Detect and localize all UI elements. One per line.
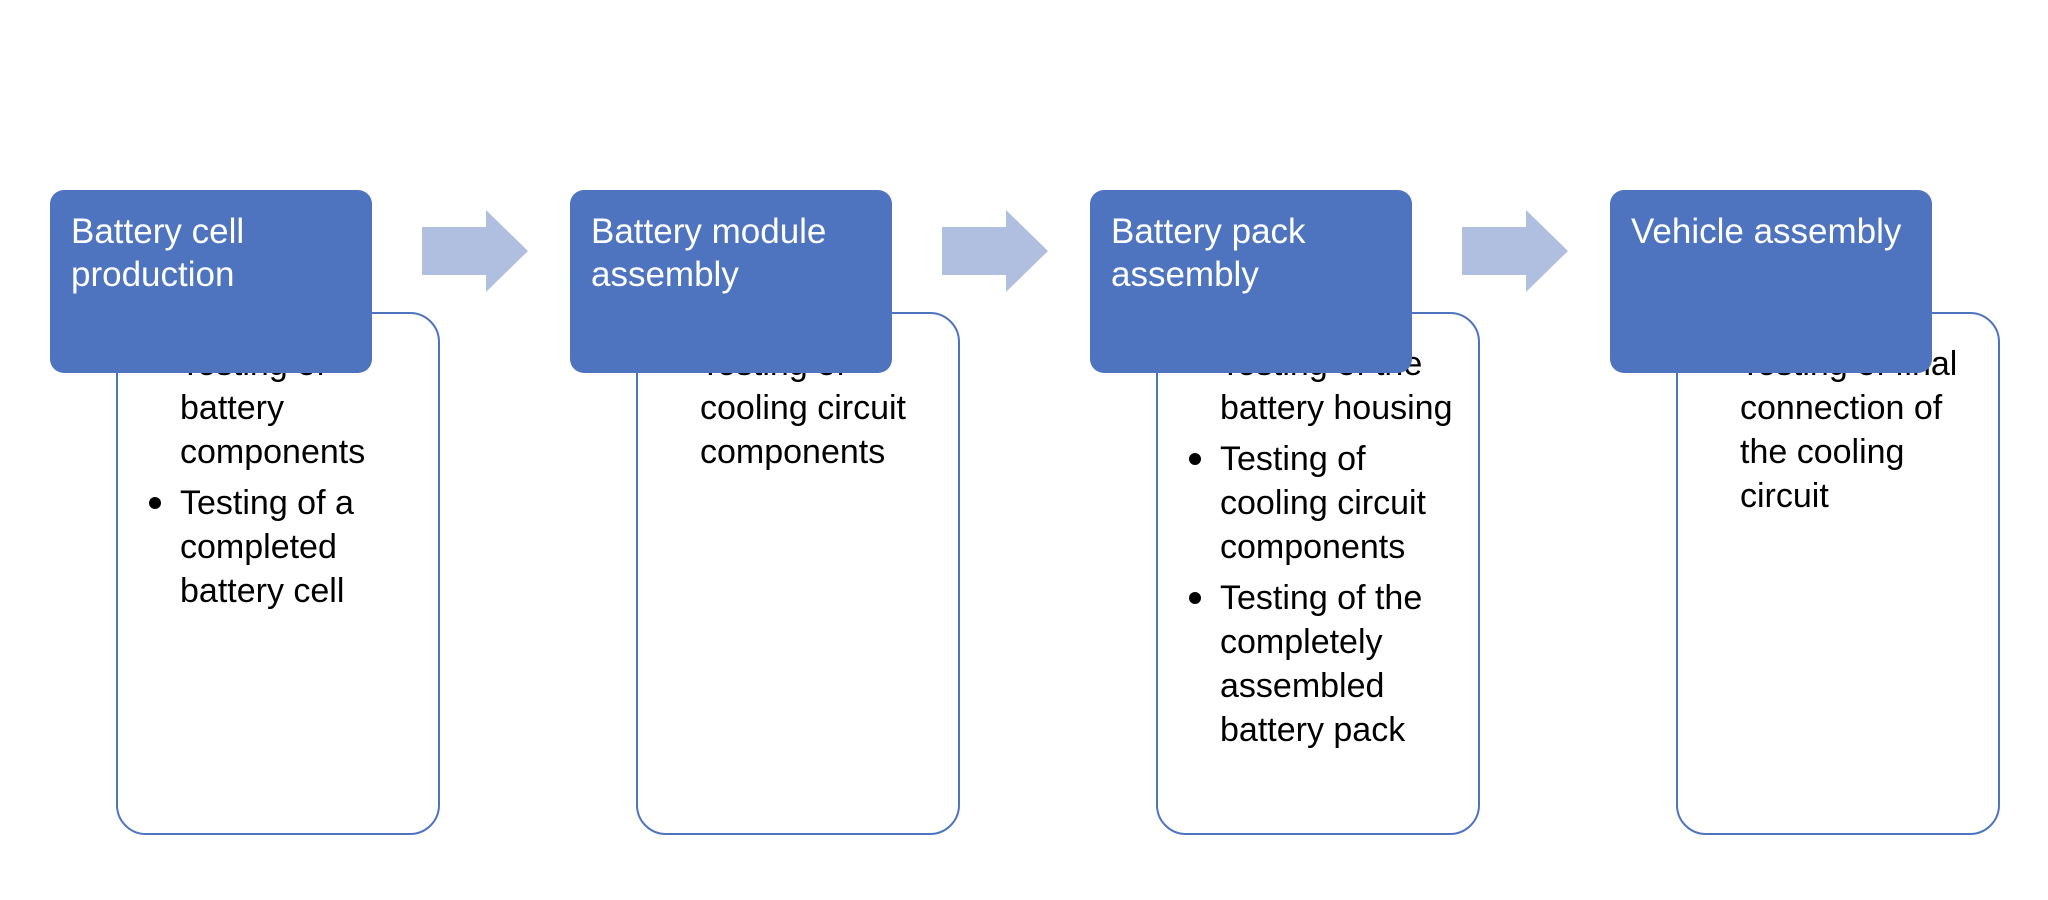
step-details-box: Testing of battery components Testing of… <box>116 312 440 835</box>
step-details-box: Testing of the battery housing Testing o… <box>1156 312 1480 835</box>
bullet-list: Testing of the battery housing Testing o… <box>1186 342 1464 752</box>
bullet-text: Testing of the completely assembled batt… <box>1220 579 1423 749</box>
step-title: Battery cell production <box>50 190 372 373</box>
right-arrow-icon <box>1462 210 1568 292</box>
step-battery-cell-production: Testing of battery components Testing of… <box>50 190 440 835</box>
bullet-item: Testing of cooling circuit components <box>1186 437 1464 569</box>
step-battery-module-assembly: Testing of cooling circuit components Ba… <box>570 190 960 835</box>
right-arrow-icon <box>942 210 1048 292</box>
step-title: Battery pack assembly <box>1090 190 1412 373</box>
step-details-box: Testing of cooling circuit components <box>636 312 960 835</box>
bullet-list: Testing of battery components Testing of… <box>146 342 424 613</box>
right-arrow-icon <box>422 210 528 292</box>
bullet-dot-icon <box>1189 453 1201 465</box>
bullet-item: Testing of a completed battery cell <box>146 481 424 613</box>
bullet-text: Testing of a completed battery cell <box>180 484 354 610</box>
step-battery-pack-assembly: Testing of the battery housing Testing o… <box>1090 190 1480 835</box>
bullet-dot-icon <box>149 497 161 509</box>
step-title: Vehicle assembly <box>1610 190 1932 373</box>
bullet-item: Testing of the completely assembled batt… <box>1186 576 1464 752</box>
step-title: Battery module assembly <box>570 190 892 373</box>
step-vehicle-assembly: Testing of final connection of the cooli… <box>1610 190 2000 835</box>
bullet-text: Testing of cooling circuit components <box>1220 440 1426 566</box>
step-details-box: Testing of final connection of the cooli… <box>1676 312 2000 835</box>
bullet-dot-icon <box>1189 592 1201 604</box>
